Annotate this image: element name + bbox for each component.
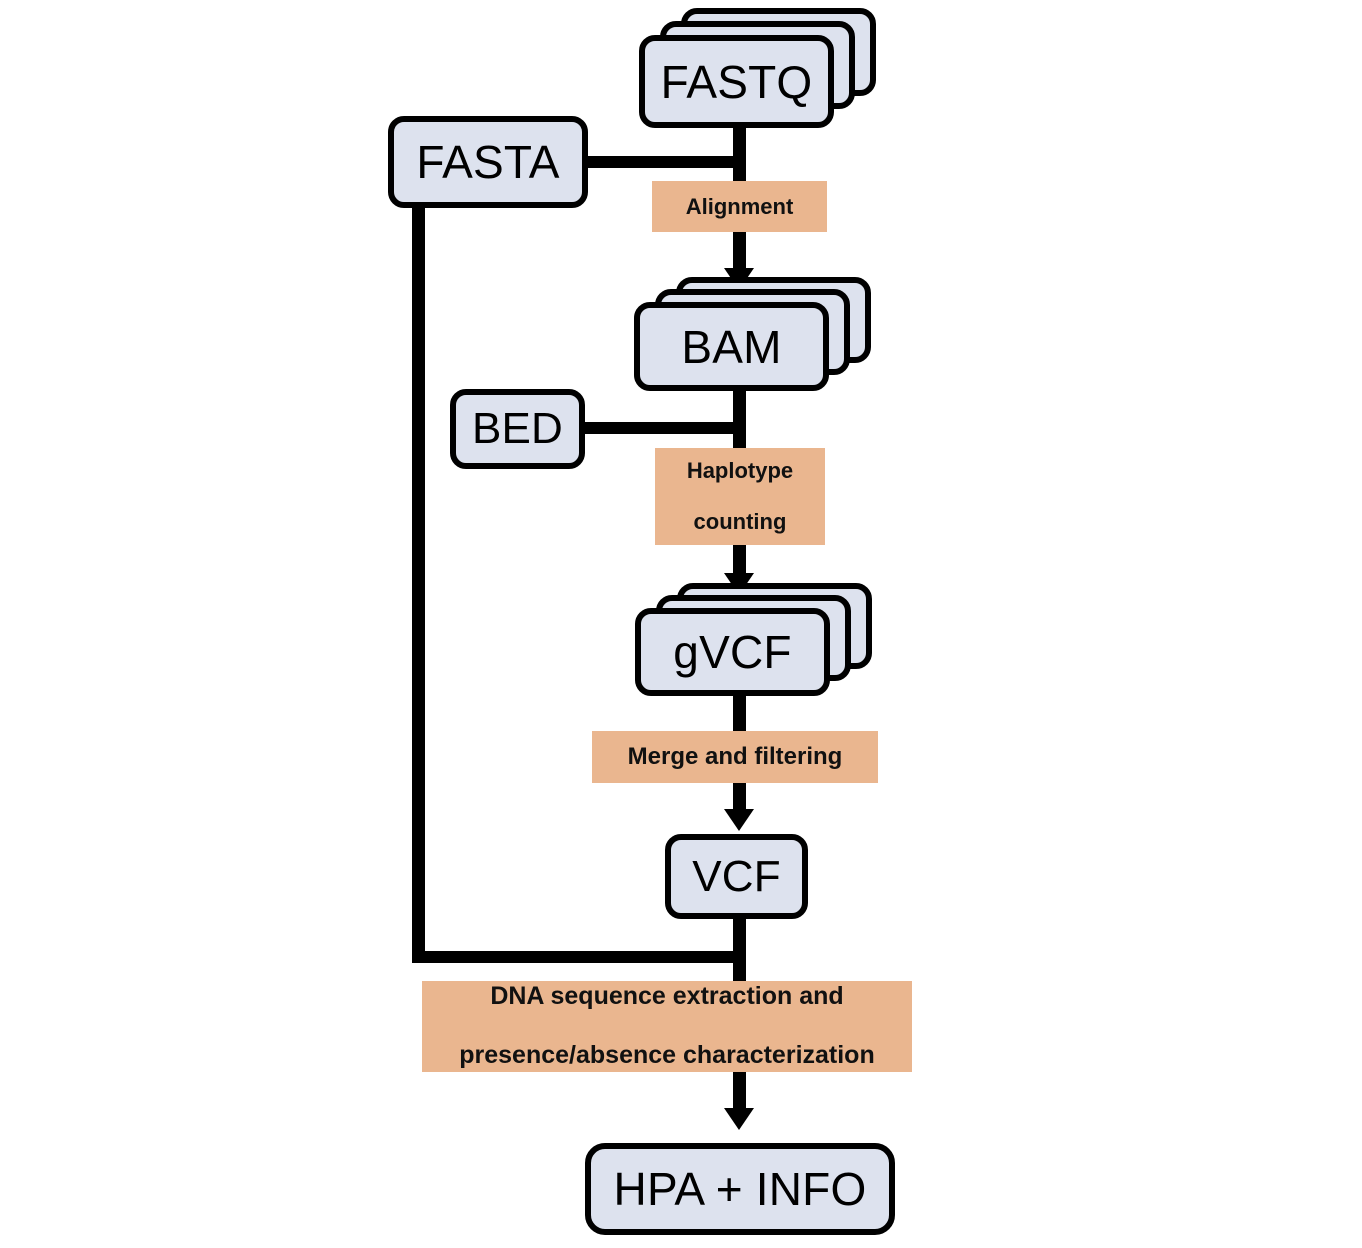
edge-alignment-to-bam-stem — [733, 232, 746, 272]
gvcf-label: gVCF — [673, 626, 792, 678]
process-dna-extraction[interactable]: DNA sequence extraction and presence/abs… — [422, 981, 912, 1072]
edge-extraction-to-output-arrowhead — [724, 1108, 754, 1130]
edge-bed-to-haplotype — [585, 422, 740, 434]
extraction-line-2: presence/absence characterization — [459, 1041, 875, 1070]
edge-vcf-to-extraction — [733, 917, 746, 981]
fasta-label: FASTA — [416, 136, 560, 188]
bam-node[interactable]: BAM — [634, 302, 829, 391]
edge-fasta-to-alignment — [588, 156, 740, 168]
fastq-label: FASTQ — [660, 55, 813, 108]
edge-merge-to-vcf-stem — [733, 783, 746, 813]
output-node[interactable]: HPA + INFO — [585, 1143, 895, 1235]
fastq-node[interactable]: FASTQ — [639, 35, 834, 128]
process-alignment-label: Alignment — [685, 193, 794, 219]
edge-merge-to-vcf-arrowhead — [724, 809, 754, 831]
output-label: HPA + INFO — [613, 1163, 867, 1215]
edge-fasta-elbow-horizontal — [412, 951, 742, 963]
vcf-label: VCF — [692, 851, 781, 901]
edge-gvcf-to-merge — [733, 694, 746, 734]
bed-node[interactable]: BED — [450, 389, 585, 469]
extraction-line-1: DNA sequence extraction and — [490, 982, 844, 1011]
haplotype-line-1: Haplotype — [686, 457, 794, 483]
process-haplotype-counting[interactable]: Haplotype counting — [655, 448, 825, 545]
process-alignment[interactable]: Alignment — [652, 181, 827, 232]
process-merge-filtering-label: Merge and filtering — [627, 742, 843, 770]
vcf-node[interactable]: VCF — [665, 834, 808, 919]
process-merge-filtering[interactable]: Merge and filtering — [592, 731, 878, 783]
edge-fasta-elbow-vertical — [412, 208, 425, 963]
haplotype-line-2: counting — [693, 509, 787, 535]
fasta-node[interactable]: FASTA — [388, 116, 588, 208]
process-dna-extraction-label: DNA sequence extraction and presence/abs… — [459, 982, 874, 1071]
edge-extraction-to-output-stem — [733, 1072, 746, 1112]
process-haplotype-counting-label: Haplotype counting — [687, 458, 793, 536]
bed-label: BED — [471, 404, 564, 453]
edge-haplotype-to-gvcf-stem — [733, 545, 746, 577]
edge-bed-tee-bar — [733, 404, 746, 449]
bam-label: BAM — [681, 320, 782, 373]
gvcf-node[interactable]: gVCF — [635, 608, 830, 696]
edge-fasta-tee-bar — [733, 138, 746, 182]
